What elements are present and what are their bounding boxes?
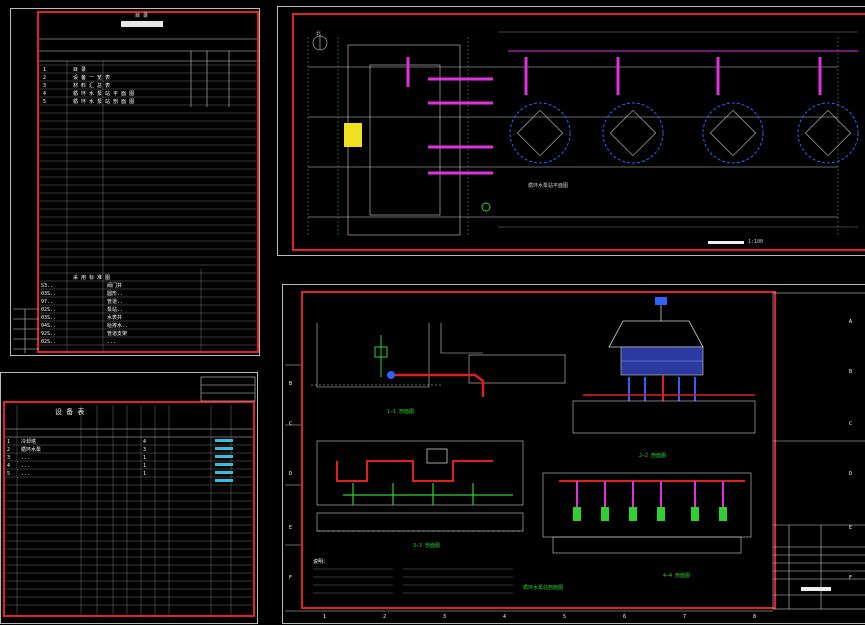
- grid-label-right-1: A: [849, 319, 853, 325]
- reference-name-6: 给排水..: [107, 323, 129, 329]
- cooling-tower-icon: [608, 297, 704, 401]
- grid-label-bottom-8: 8: [753, 614, 757, 620]
- reference-name-2: 圆形..: [107, 291, 124, 297]
- equipment-row-1-name: 冷却塔: [21, 439, 37, 445]
- index-row-1-name: 目 录: [73, 67, 87, 73]
- reference-code-4: 02S..: [41, 307, 57, 313]
- plan-drawing: [307, 31, 859, 244]
- equipment-row-4-no: 4: [7, 463, 11, 469]
- equipment-row-2-no: 2: [7, 447, 11, 453]
- section-1-label: 1—1 剖面图: [387, 409, 415, 415]
- index-row-5-no: 5: [43, 99, 47, 105]
- equipment-row-3-no: 3: [7, 455, 11, 461]
- equipment-row-5-name: ...: [21, 471, 31, 477]
- section-frame: [301, 291, 776, 609]
- reference-name-7: 管道支架: [107, 331, 128, 337]
- section-drawing: [285, 292, 865, 612]
- index-row-4-name: 循 环 水 泵 站 平 面 图: [73, 91, 135, 97]
- grid-label-bottom-4: 4: [503, 614, 507, 620]
- index-frame: [37, 11, 259, 353]
- reference-code-6: 04S..: [41, 323, 57, 329]
- grid-label-bottom-3: 3: [443, 614, 447, 620]
- plan-caption: 循环水泵站平面图: [528, 183, 569, 189]
- equipment-title: 设 备 表: [55, 408, 85, 416]
- reference-code-7: 92S..: [41, 331, 57, 337]
- grid-label-left-4: E: [289, 525, 293, 531]
- section-3-label: 3—3 剖面图: [413, 543, 441, 549]
- section-2-label: 2—2 剖面图: [639, 453, 667, 459]
- equipment-row-2-qty: 3: [143, 447, 147, 453]
- grid-label-bottom-5: 5: [563, 614, 567, 620]
- reference-name-5: 水表井: [107, 315, 123, 321]
- reference-name-4: 泵站..: [107, 307, 124, 313]
- equipment-row-1-no: 1: [7, 439, 11, 445]
- index-title: 目 录: [135, 13, 149, 19]
- grid-label-bottom-2: 2: [383, 614, 387, 620]
- equipment-row-4-name: ...: [21, 463, 31, 469]
- grid-label-right-5: E: [849, 525, 853, 531]
- reference-code-3: 97..: [41, 299, 54, 305]
- grid-label-right-6: F: [849, 575, 853, 581]
- reference-code-2: 03S..: [41, 291, 57, 297]
- notes-title: 说明：: [313, 559, 329, 565]
- section-sheet[interactable]: B C D E F A B C D E F 1 2 3 4 5 6 7 8 1—…: [282, 284, 865, 624]
- plan-sheet[interactable]: 北 循环水泵站平面图 1:100: [277, 6, 865, 256]
- equipment-row-4-qty: 1: [143, 463, 147, 469]
- reference-name-3: 管道..: [107, 299, 124, 305]
- index-row-3-name: 材 料 汇 总 表: [73, 83, 111, 89]
- reference-name-8: ...: [107, 339, 117, 345]
- equipment-frame: [3, 401, 255, 617]
- reference-name-1: 阀门井: [107, 283, 123, 289]
- grid-label-left-2: C: [289, 421, 293, 427]
- equipment-row-5-qty: 1: [143, 471, 147, 477]
- grid-label-right-3: C: [849, 421, 853, 427]
- plan-frame: [292, 13, 865, 251]
- section-caption: 循环水泵站剖面图: [523, 585, 564, 591]
- grid-label-left-3: D: [289, 471, 293, 477]
- grid-label-bottom-1: 1: [323, 614, 327, 620]
- index-row-4-no: 4: [43, 91, 47, 97]
- reference-code-1: S3..: [41, 283, 54, 289]
- grid-label-right-4: D: [849, 471, 853, 477]
- north-mark-label: 北: [316, 31, 322, 37]
- equipment-sheet[interactable]: 设 备 表 1 冷却塔 4 2 循环水泵 3 3 ... 1 4 ... 1 5…: [0, 372, 258, 624]
- equipment-grid: [5, 376, 256, 617]
- equipment-row-1-qty: 4: [143, 439, 147, 445]
- reference-title: 采 用 标 准 图: [73, 275, 111, 281]
- section-4-label: 4—4 剖面图: [663, 573, 691, 579]
- index-sheet[interactable]: 目 录 1 目 录 2 设 备 一 览 表 3 材 料 汇 总 表 4 循 环 …: [10, 8, 260, 356]
- plan-scale: 1:100: [748, 239, 764, 245]
- index-row-3-no: 3: [43, 83, 47, 89]
- stair-icon: [344, 123, 362, 147]
- grid-label-bottom-6: 6: [623, 614, 627, 620]
- grid-label-right-2: B: [849, 369, 853, 375]
- grid-label-left-5: F: [289, 575, 293, 581]
- index-row-2-name: 设 备 一 览 表: [73, 75, 111, 81]
- equipment-row-5-no: 5: [7, 471, 11, 477]
- equipment-row-3-qty: 1: [143, 455, 147, 461]
- index-row-1-no: 1: [43, 67, 47, 73]
- reference-code-5: 03S..: [41, 315, 57, 321]
- equipment-row-2-name: 循环水泵: [21, 447, 42, 453]
- grid-label-bottom-7: 7: [683, 614, 687, 620]
- reference-code-8: 02S..: [41, 339, 57, 345]
- equipment-row-3-name: ...: [21, 455, 31, 461]
- grid-label-left-1: B: [289, 381, 293, 387]
- index-row-5-name: 循 环 水 泵 站 剖 面 图: [73, 99, 135, 105]
- index-row-2-no: 2: [43, 75, 47, 81]
- index-grid: [13, 21, 257, 353]
